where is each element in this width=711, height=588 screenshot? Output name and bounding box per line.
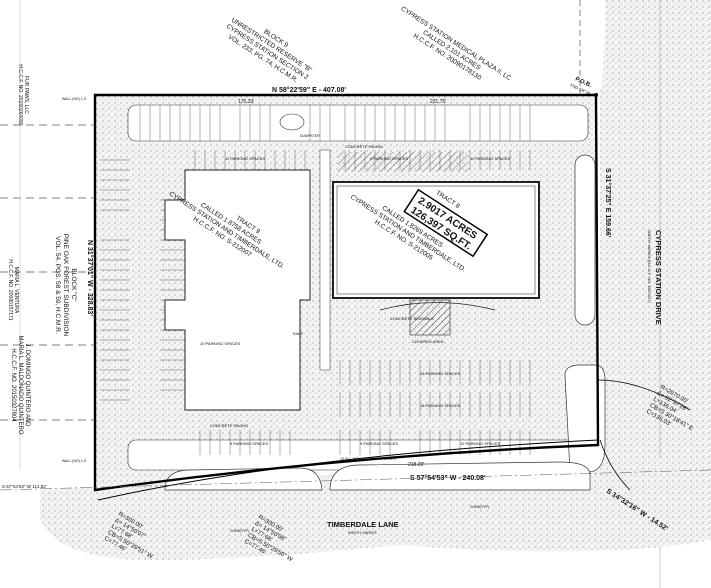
svg-text:MARIA L. VENTURA: MARIA L. VENTURA bbox=[13, 267, 19, 314]
quintero-label: J. DOMINGO QUINTERO AND MARIA L. MALDONA… bbox=[10, 335, 30, 434]
hatched-canopy bbox=[338, 152, 468, 172]
svg-text:FUR PAWS, LLC: FUR PAWS, LLC bbox=[23, 76, 29, 114]
wall-label: WALL (NO) 1.0' bbox=[62, 459, 87, 463]
svg-text:PINE OAK FOREST SUBDIVISION: PINE OAK FOREST SUBDIVISION bbox=[62, 234, 69, 337]
ramp-label: RAMP bbox=[293, 332, 304, 336]
cypress-station-drive bbox=[600, 0, 711, 520]
wall-label: WALL (NO) 1.0' bbox=[62, 97, 87, 101]
parking-label: 11 PARKING SPACES bbox=[225, 156, 265, 161]
covered-area-label: COVERED AREA bbox=[412, 339, 444, 344]
dim-175: 175.33' bbox=[238, 99, 254, 105]
svg-text:J. DOMINGO QUINTERO AND: J. DOMINGO QUINTERO AND bbox=[24, 343, 30, 427]
block-c-label: BLOCK "C" PINE OAK FOREST SUBDIVISION VO… bbox=[54, 234, 77, 337]
parking-label: 9 PARKING SPACES bbox=[360, 441, 398, 446]
svg-text:H.C.C.F. NO. 20080157171: H.C.C.F. NO. 20080157171 bbox=[7, 259, 13, 320]
svg-text:CYPRESS STATION MEDICAL PLAZA: CYPRESS STATION MEDICAL PLAZA II, LC bbox=[399, 5, 512, 82]
medical-plaza-label: CYPRESS STATION MEDICAL PLAZA II, LC CAL… bbox=[399, 5, 512, 82]
svg-text:MARIA L. MALDONADO QUINTERO: MARIA L. MALDONADO QUINTERO bbox=[17, 335, 23, 434]
dumpster-label: DUMPSTER bbox=[300, 134, 320, 138]
covered-area bbox=[409, 299, 451, 336]
property-boundary bbox=[93, 93, 600, 492]
timberdale-width-label: WIDTH VARIES bbox=[348, 530, 377, 535]
building-tract-9 bbox=[164, 169, 311, 411]
curb-label: CURB(TYP) bbox=[470, 505, 489, 509]
svg-text:H.C.C.F. NO. 20150260080: H.C.C.F. NO. 20150260080 bbox=[17, 64, 23, 125]
easement-label: 10' B.L. VOL. 233, PG. 74, H.C.M.R. bbox=[340, 457, 397, 461]
southwest-tie: S 57°54'53" W 114.82' bbox=[2, 484, 47, 489]
west-bearing: N 31°37'01" W - 328.83' bbox=[86, 240, 94, 316]
parking-label: 18 PARKING SPACES bbox=[420, 371, 461, 376]
dim-231: 231.75' bbox=[430, 99, 446, 105]
parking-label: 9 PARKING SPACES bbox=[230, 441, 268, 446]
svg-text:VOL. 54, PGS. 58 & 59, H.C.M.R: VOL. 54, PGS. 58 & 59, H.C.M.R. bbox=[54, 236, 61, 334]
ventura-label: MARIA L. VENTURA H.C.C.F. NO. 2008015717… bbox=[7, 259, 19, 320]
north-bearing: N 58°22'59" E - 407.08' bbox=[272, 86, 346, 94]
parking-label: 9 PARKING SPACES bbox=[370, 156, 408, 161]
parking-label: 18 PARKING SPACES bbox=[420, 403, 461, 408]
east-bearing: S 31°37'25" E 159.66' bbox=[604, 168, 612, 238]
curb-label: CURB(TYP) bbox=[230, 529, 249, 533]
cypress-station-drive-label: CYPRESS STATION DRIVE bbox=[654, 230, 663, 325]
sidewalk-label: CONCRETE SIDEWALK bbox=[390, 316, 434, 321]
timberdale-lane-label: TIMBERDALE LANE bbox=[327, 520, 399, 529]
block9-label: BLOCK 9 UNRESTRICTED RESERVE "B" CYPRESS… bbox=[225, 17, 314, 84]
paving-label: CONCRETE PAVING bbox=[210, 423, 248, 428]
svg-text:BLOCK "C": BLOCK "C" bbox=[70, 268, 77, 302]
area-box bbox=[403, 188, 489, 258]
south-bearing: S 57°54'53" W - 240.08' bbox=[410, 474, 486, 482]
parking-label: 10 PARKING SPACES bbox=[470, 156, 511, 161]
parking-label: 10 PARKING SPACES bbox=[200, 341, 241, 346]
svg-text:H.C.C.F. NO. 20150327804: H.C.C.F. NO. 20150327804 bbox=[10, 348, 16, 422]
parking-label: 12 PARKING SPACES bbox=[460, 441, 501, 446]
cypress-width-label: WIDTH VARIES (H.C.C.F. NO. E057227) bbox=[647, 230, 652, 303]
paving-label: CONCRETE PAVING bbox=[345, 144, 383, 149]
fur-paws-label: FUR PAWS, LLC H.C.C.F. NO. 20150260080 bbox=[17, 64, 29, 125]
dim-218: 218.20' bbox=[408, 462, 424, 468]
